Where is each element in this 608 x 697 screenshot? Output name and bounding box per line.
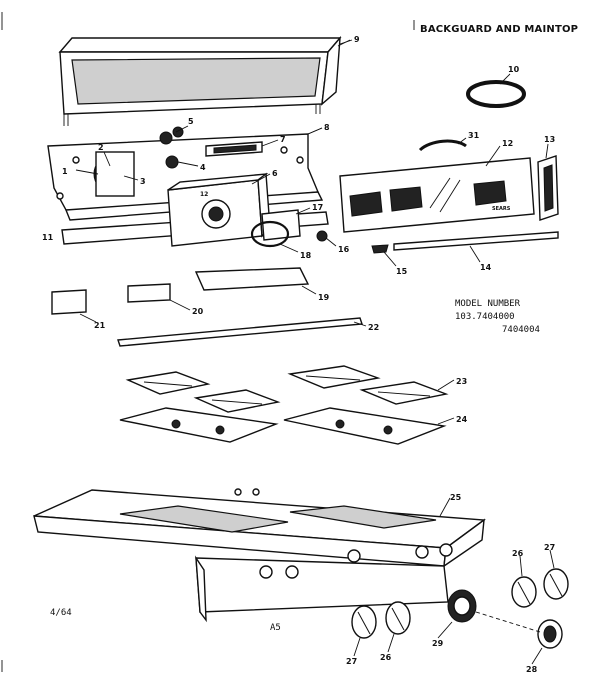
part-20-block bbox=[127, 283, 171, 303]
callout-26-left: 26 bbox=[380, 653, 392, 662]
callout-27-right: 27 bbox=[544, 543, 555, 552]
callout-13: 13 bbox=[544, 135, 555, 144]
part-22-rod bbox=[117, 317, 363, 347]
callout-8: 8 bbox=[324, 123, 330, 132]
callout-19: 19 bbox=[318, 293, 330, 302]
callout-23: 23 bbox=[456, 377, 467, 386]
part-15-screw bbox=[371, 244, 389, 254]
part-14-rail bbox=[393, 231, 559, 251]
callout-27-left: 27 bbox=[346, 657, 357, 666]
page-code: A5 bbox=[270, 623, 281, 633]
callout-31: 31 bbox=[468, 131, 480, 140]
part-24-burner-pans bbox=[119, 407, 447, 445]
part-26-knob-right bbox=[511, 576, 537, 608]
callout-16: 16 bbox=[338, 245, 350, 254]
part-29-knob-ring bbox=[447, 589, 477, 623]
part-callouts: 1 2 3 4 5 6 7 8 9 10 11 12 13 14 15 16 1… bbox=[42, 35, 555, 674]
callout-12: 12 bbox=[502, 139, 513, 148]
date-code: 4/64 bbox=[50, 608, 72, 618]
part-25-maintop bbox=[33, 488, 486, 623]
callout-21: 21 bbox=[94, 321, 106, 330]
callout-20: 20 bbox=[192, 307, 204, 316]
part-16-knob bbox=[316, 230, 328, 242]
model-number-1: 103.7404000 bbox=[455, 312, 515, 322]
part-9-backguard bbox=[58, 35, 353, 126]
timer-dial-mark: 12 bbox=[200, 191, 208, 198]
knob-assembly-line bbox=[475, 611, 541, 633]
callout-22: 22 bbox=[368, 323, 379, 332]
callout-9: 9 bbox=[354, 35, 360, 44]
part-27-knob-right bbox=[543, 568, 569, 600]
callout-3: 3 bbox=[140, 177, 146, 186]
part-6-timer-housing: 12 bbox=[167, 172, 271, 247]
part-28-knob bbox=[537, 619, 563, 649]
callout-24: 24 bbox=[456, 415, 468, 424]
model-number-2: 7404004 bbox=[502, 325, 540, 335]
part-27-knob-left bbox=[351, 605, 377, 639]
callout-2: 2 bbox=[98, 143, 104, 152]
part-30-ring bbox=[466, 80, 526, 108]
panel-brand-text: SEARS bbox=[492, 206, 511, 212]
callout-1: 1 bbox=[62, 167, 68, 176]
part-19-tray bbox=[194, 267, 310, 291]
callout-5: 5 bbox=[188, 117, 194, 126]
part-23-grates bbox=[125, 365, 449, 413]
callout-15: 15 bbox=[396, 267, 408, 276]
callout-17: 17 bbox=[312, 203, 323, 212]
callout-29: 29 bbox=[432, 639, 444, 648]
callout-7: 7 bbox=[280, 135, 286, 144]
callout-11: 11 bbox=[42, 233, 54, 242]
callout-18: 18 bbox=[300, 251, 312, 260]
part-26-knob-left bbox=[385, 601, 411, 635]
part-13-side-trim bbox=[537, 155, 559, 221]
callout-10: 10 bbox=[508, 65, 520, 74]
callout-4: 4 bbox=[200, 163, 206, 172]
part-18-wire-ring bbox=[250, 220, 290, 248]
part-21-block bbox=[51, 289, 87, 315]
part-31-clip bbox=[418, 139, 467, 152]
diagram-title: BACKGUARD AND MAINTOP bbox=[420, 24, 579, 35]
leader-lines bbox=[75, 39, 555, 665]
callout-25: 25 bbox=[450, 493, 462, 502]
callout-14: 14 bbox=[480, 263, 492, 272]
callout-28: 28 bbox=[526, 665, 538, 674]
callout-26-right: 26 bbox=[512, 549, 524, 558]
model-number-heading: MODEL NUMBER bbox=[455, 299, 521, 309]
part-12-glass-panel: SEARS bbox=[339, 157, 535, 233]
callout-6: 6 bbox=[272, 169, 278, 178]
